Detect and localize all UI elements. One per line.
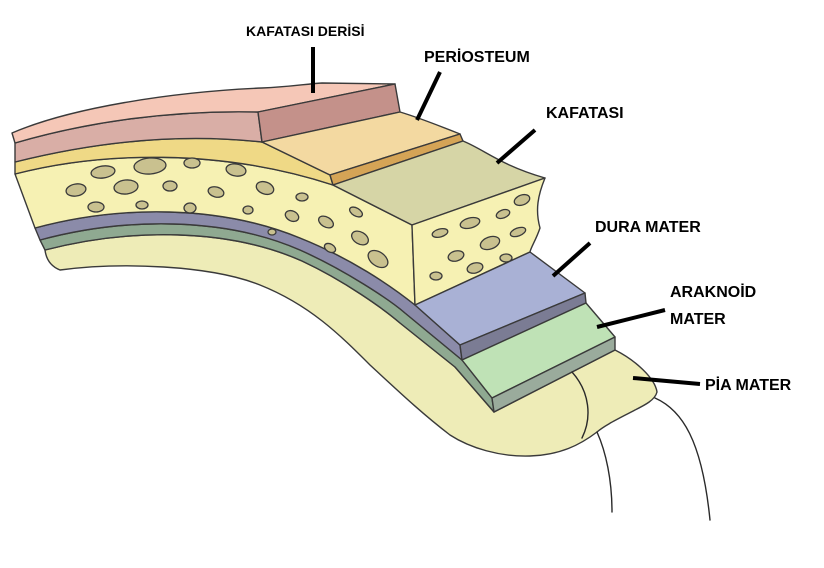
arachnoid-mater-label-line1: ARAKNOİD: [670, 283, 756, 301]
bone-space: [255, 180, 275, 196]
bone-space: [183, 157, 201, 169]
bone-space: [513, 193, 531, 207]
dura-mater-leader-line: [551, 241, 592, 278]
bone-space: [367, 249, 389, 269]
scalp-label: KAFATASI DERİSİ: [246, 23, 365, 39]
bone-space: [429, 271, 443, 281]
bone-spaces: [65, 157, 531, 281]
brain-sulcus-line: [571, 371, 589, 439]
bone-space: [162, 180, 178, 192]
nerve-fiber-left: [596, 431, 613, 513]
bone-space: [242, 205, 254, 215]
bone-space: [225, 163, 247, 177]
bone-space: [348, 206, 364, 218]
bone-space: [135, 200, 149, 210]
bone-space: [267, 228, 277, 236]
skull-cut-face: [411, 177, 546, 306]
bone-space: [317, 215, 335, 229]
periosteum-label: PERİOSTEUM: [424, 48, 530, 66]
bone-space: [284, 209, 300, 223]
bone-space: [499, 253, 513, 263]
nerve-fiber-right: [654, 397, 711, 521]
dura-mater-label: DURA MATER: [595, 219, 701, 236]
bone-space: [495, 208, 511, 220]
skull-leader-line: [495, 128, 537, 165]
bone-space: [466, 262, 484, 274]
pia-mater-leader-line: [632, 376, 701, 386]
bone-space: [459, 216, 481, 230]
bone-space: [133, 157, 167, 175]
bone-space: [295, 192, 309, 202]
bone-space: [479, 235, 501, 251]
bone-space: [509, 226, 527, 238]
bone-space: [90, 165, 116, 179]
bone-space: [87, 201, 105, 213]
bone-space: [183, 202, 197, 214]
bone-space: [431, 227, 449, 239]
bone-space: [65, 183, 87, 197]
scalp-top: [11, 82, 396, 144]
bone-space: [113, 179, 139, 195]
pia-mater-label: PİA MATER: [705, 376, 792, 394]
arachnoid-mater-cut-face: [491, 336, 616, 413]
arachnoid-mater-leader-line: [596, 308, 666, 329]
skull-label: KAFATASI: [546, 105, 624, 122]
bone-space: [323, 242, 337, 254]
arachnoid-mater-label-line2: MATER: [670, 311, 726, 328]
bone-space: [447, 250, 465, 262]
bone-space: [350, 230, 370, 246]
periosteum-leader-line: [415, 71, 442, 121]
bone-space: [207, 186, 225, 198]
